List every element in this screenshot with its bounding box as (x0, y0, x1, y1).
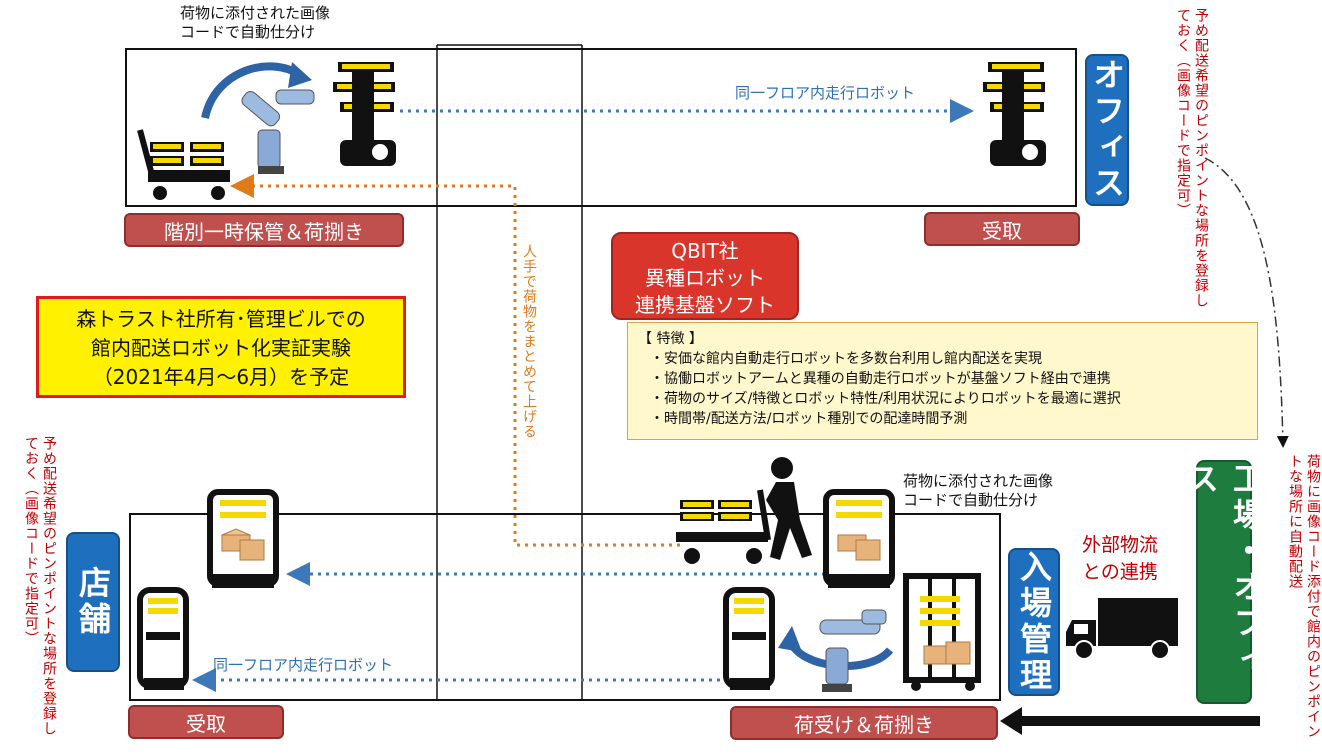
person-with-cart-icon (676, 457, 812, 564)
delivery-robot-icon-top-right (983, 62, 1046, 166)
feature-item: ・荷物のサイズ/特徴とロボット特性/利用状況によりロボットを最適に選択 (650, 391, 1121, 407)
store-label: 店舗 (66, 532, 120, 672)
robot-arm-icon-bottom (819, 609, 887, 692)
truck-icon (1066, 598, 1178, 660)
mori-line-1: 森トラスト社所有･管理ビルでの (76, 307, 366, 331)
qbit-line-1: QBIT社 (671, 239, 739, 263)
office-label: オフィス (1085, 54, 1129, 206)
shelf-rack-icon (903, 573, 981, 691)
right-note-bottom: 荷物に画像コード添付で館内のピンポイントな場所に自動配送 (1287, 454, 1321, 739)
external-logistics-note: 外部物流 との連携 (1082, 532, 1158, 586)
mori-trust-box: 森トラスト社所有･管理ビルでの 館内配送ロボット化実証実験 （2021年4月～6… (36, 296, 406, 398)
feature-item: ・協働ロボットアームと異種の自動走行ロボットが基盤ソフト経由で連携 (650, 371, 1111, 387)
features-box: 【 特徴 】 ・安価な館内自動走行ロボットを多数台利用し館内配送を実現 ・協働ロ… (627, 322, 1258, 440)
delivery-robot-icon-bottom-left-upper (207, 489, 279, 588)
manual-carry-note: 人手で荷物をまとめて上げる (521, 244, 537, 439)
delivery-robot-icon-bottom-right-upper (823, 489, 895, 588)
top-sorting-note: 荷物に添付された画像 コードで自動仕分け (180, 4, 331, 41)
label-receive-top: 受取 (924, 212, 1080, 246)
label-receive-bottom: 受取 (128, 705, 284, 739)
bottom-route-label: 同一フロア内走行ロボット (213, 656, 394, 674)
manual-carry-arrow (230, 174, 680, 547)
delivery-robot-icon-bottom-right-lower (723, 587, 775, 690)
office-to-factory-arrow (1204, 157, 1289, 448)
feature-item: ・安価な館内自動走行ロボットを多数台利用し館内配送を実現 (650, 351, 1042, 367)
qbit-line-2: 異種ロボット (645, 266, 765, 290)
entry-control-label: 入場管理 (1008, 548, 1060, 696)
factory-office-label: 工場・オフィス (1182, 460, 1266, 704)
features-heading: 【 特徴 】 (638, 331, 703, 347)
left-note: 予め配送希望のピンポイントな場所を登録しておく（画像コードで指定可） (23, 436, 57, 736)
cart-icon (137, 129, 230, 200)
bottom-floor-frame (129, 513, 1001, 701)
top-floor-frame (125, 48, 1077, 207)
label-temporary-storage: 階別一時保管＆荷捌き (124, 213, 404, 247)
external-line-1: 外部物流 (1082, 534, 1159, 556)
mori-line-2: 館内配送ロボット化実証実験 (91, 336, 351, 360)
external-line-2: との連携 (1082, 561, 1158, 583)
qbit-software-box: QBIT社 異種ロボット 連携基盤ソフト (611, 232, 799, 320)
mori-line-3: （2021年4月～6月）を予定 (92, 365, 350, 389)
label-receiving-handling: 荷受け＆荷捌き (730, 706, 998, 740)
bottom-sorting-note: 荷物に添付された画像 コードで自動仕分け (903, 472, 1054, 509)
robot-arm-icon (241, 89, 315, 174)
qbit-line-3: 連携基盤ソフト (635, 293, 775, 317)
delivery-robot-icon-bottom-left-lower (137, 587, 189, 690)
right-note-top: 予め配送希望のピンポイントな場所を登録しておく（画像コードで指定可） (1175, 8, 1209, 308)
feature-item: ・時間帯/配送方法/ロボット種別での配達時間予測 (650, 411, 968, 427)
delivery-robot-icon-top-left (333, 62, 396, 166)
top-route-label: 同一フロア内走行ロボット (735, 84, 916, 102)
